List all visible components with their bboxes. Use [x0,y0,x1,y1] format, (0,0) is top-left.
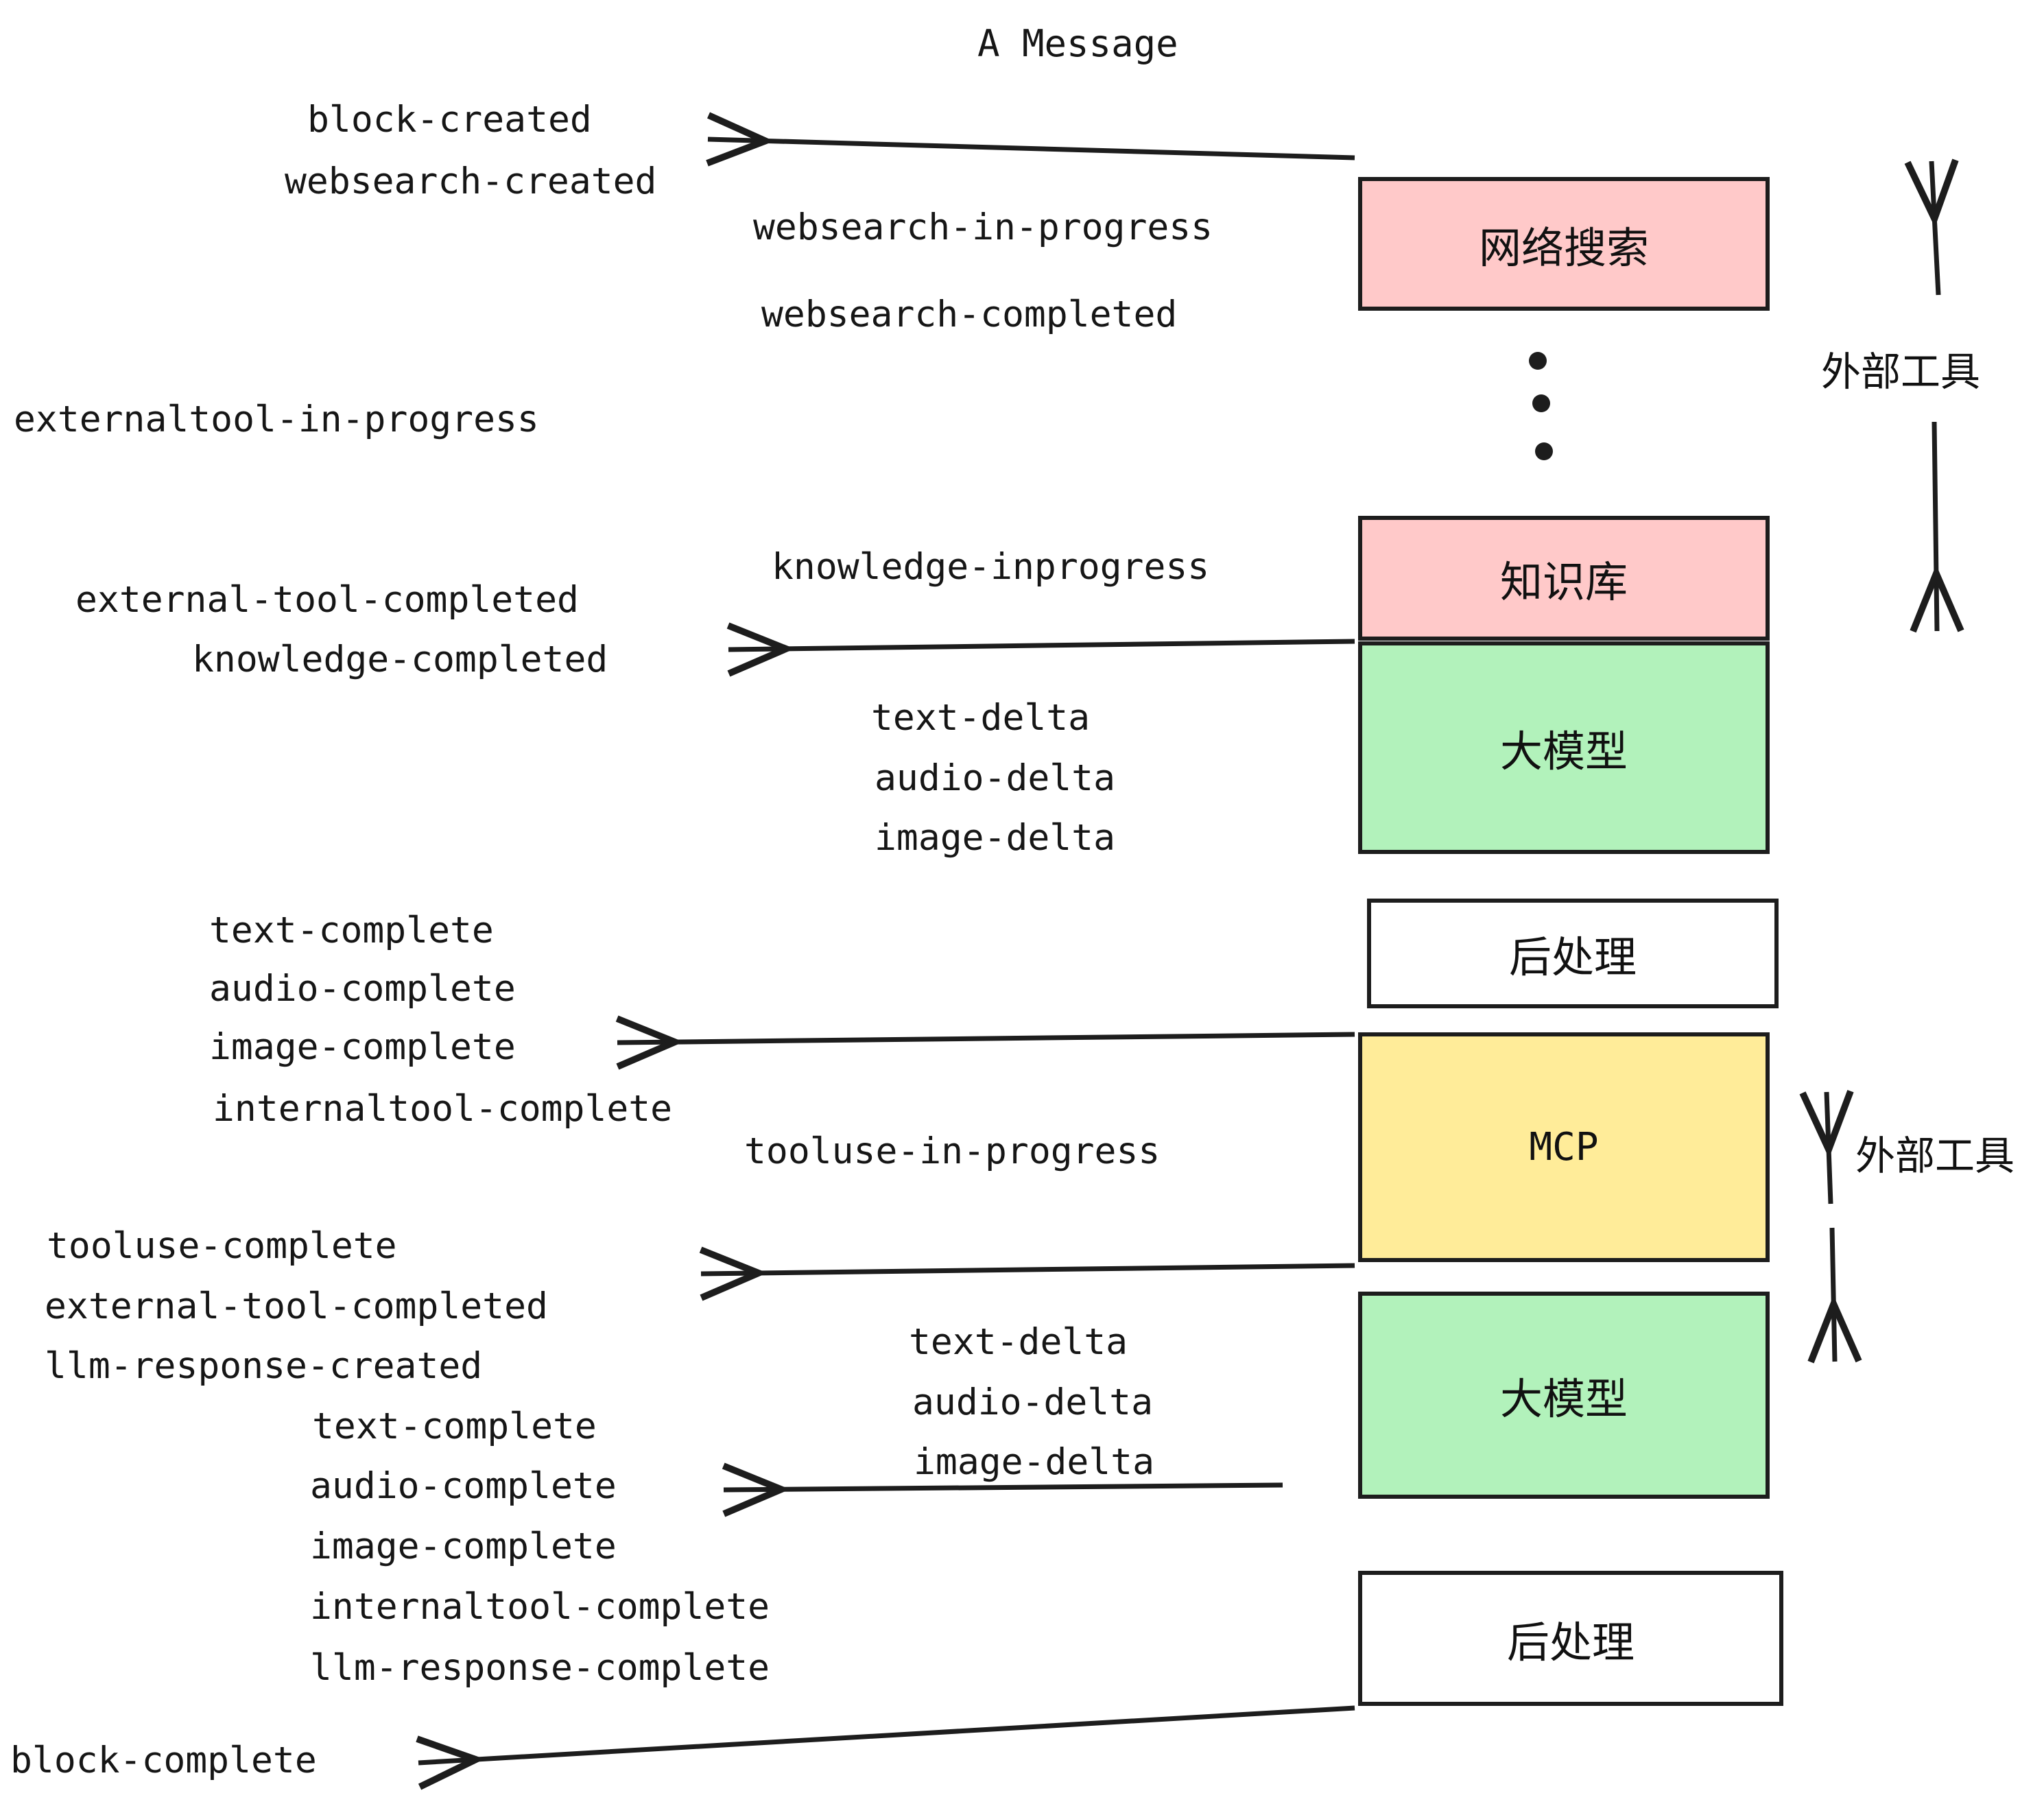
event-text-complete-2: text-complete [312,1405,597,1447]
arrow-postprocess-to-blockcomplete [418,1705,1355,1763]
arrow-external-tool-top-up [1932,161,1938,296]
event-image-complete-1: image-complete [209,1026,516,1068]
event-audio-delta-2: audio-delta [912,1381,1153,1423]
box-websearch[interactable]: 网络搜索 [1358,177,1770,311]
event-websearch-in-progress: websearch-in-progress [753,206,1213,248]
box-mcp-label: MCP [1529,1125,1599,1170]
event-websearch-created: websearch-created [285,161,657,202]
side-label-external-tool-bottom: 外部工具 [1855,1132,2015,1179]
ellipsis-dot-3 [1535,442,1553,460]
box-postprocess-top-label: 后处理 [1508,932,1637,982]
arrow-websearch-to-blockcreated [708,139,1355,158]
arrow-external-tool-top-down [1934,421,1937,631]
event-text-complete-1: text-complete [209,910,494,951]
arrow-external-tool-bottom-down [1832,1227,1835,1362]
event-knowledge-completed: knowledge-completed [192,639,608,680]
box-llm-bottom-label: 大模型 [1499,1374,1628,1424]
event-block-created: block-created [307,99,592,141]
arrow-knowledge-to-completed [728,641,1355,650]
ellipsis-dot-2 [1532,394,1550,412]
event-internaltool-complete-1: internaltool-complete [213,1088,673,1130]
event-block-complete: block-complete [10,1740,317,1781]
box-websearch-label: 网络搜索 [1478,222,1649,273]
ellipsis-dot-1 [1529,352,1547,370]
event-image-delta-1: image-delta [875,817,1115,859]
box-llm-bottom[interactable]: 大模型 [1358,1292,1770,1499]
event-text-delta-1: text-delta [871,697,1091,739]
event-llm-response-created: llm-response-created [45,1345,483,1387]
event-image-delta-2: image-delta [914,1441,1154,1483]
arrow-postprocess-to-imagecomplete [617,1034,1355,1043]
side-label-external-tool-top: 外部工具 [1821,348,1981,395]
event-external-tool-completed-1: external-tool-completed [75,579,579,621]
event-text-delta-2: text-delta [909,1321,1128,1363]
diagram-title: A Message [977,22,1178,65]
event-internaltool-complete-2: internaltool-complete [310,1586,770,1628]
box-llm-top-label: 大模型 [1499,726,1628,776]
event-audio-complete-2: audio-complete [310,1465,617,1507]
arrow-mcp-to-tooluse-complete [701,1266,1355,1274]
event-external-tool-completed-2: external-tool-completed [45,1285,548,1327]
box-postprocess-bottom-label: 后处理 [1506,1617,1635,1667]
box-knowledge-label: 知识库 [1499,557,1628,607]
box-mcp[interactable]: MCP [1358,1032,1770,1262]
event-llm-response-complete: llm-response-complete [310,1647,770,1689]
box-llm-top[interactable]: 大模型 [1358,641,1770,854]
event-knowledge-inprogress: knowledge-inprogress [772,546,1210,588]
box-postprocess-top[interactable]: 后处理 [1367,899,1779,1008]
event-tooluse-complete: tooluse-complete [47,1225,397,1267]
box-knowledge[interactable]: 知识库 [1358,516,1770,641]
event-audio-complete-1: audio-complete [209,968,516,1010]
arrow-llm-to-audiocomplete [724,1485,1283,1490]
event-tooluse-in-progress: tooluse-in-progress [744,1130,1161,1172]
arrow-external-tool-bottom-up [1827,1092,1831,1204]
box-postprocess-bottom[interactable]: 后处理 [1358,1571,1783,1706]
event-image-complete-2: image-complete [310,1526,617,1567]
event-websearch-completed: websearch-completed [761,294,1178,335]
event-audio-delta-1: audio-delta [875,757,1115,799]
event-externaltool-in-progress: externaltool-in-progress [14,399,539,440]
